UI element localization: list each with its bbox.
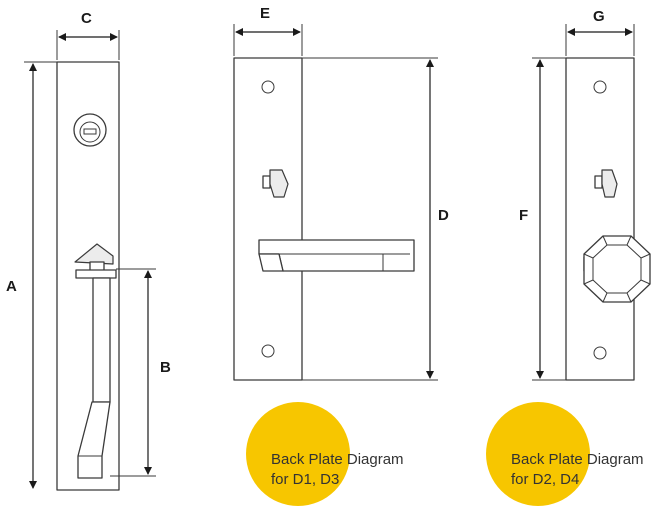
caption-badge-2 [486, 402, 590, 506]
plate-lever-back [233, 24, 438, 381]
escutcheon-plate-2 [233, 57, 303, 381]
screw-hole-bottom-2 [261, 344, 275, 358]
lever-handle [258, 239, 415, 272]
caption-1-line-2: for D1, D3 [271, 471, 340, 488]
grip-handle [75, 269, 117, 479]
dim-label-a: A [6, 278, 17, 295]
plate-handle-set [24, 30, 156, 491]
escutcheon-plate-3 [565, 57, 635, 381]
caption-1-line-1: Back Plate Diagram [271, 451, 404, 468]
caption-2: Back Plate Diagram for D2, D4 [511, 450, 644, 490]
caption-1: Back Plate Diagram for D1, D3 [271, 450, 404, 490]
screw-hole-top-3 [593, 80, 607, 94]
dim-label-g: G [593, 8, 605, 25]
turn-piece-3 [594, 169, 618, 198]
caption-2-line-1: Back Plate Diagram [511, 451, 644, 468]
screw-hole-top-2 [261, 80, 275, 94]
turn-piece-2 [262, 169, 289, 198]
dim-label-e: E [260, 5, 271, 22]
thumb-piece [74, 243, 114, 273]
dim-label-f: F [519, 207, 529, 224]
dim-label-c: C [81, 10, 92, 27]
dim-label-b: B [160, 359, 171, 376]
cylinder-lock [73, 113, 107, 147]
caption-badge-1 [246, 402, 350, 506]
screw-hole-bottom-3 [593, 346, 607, 360]
octagonal-knob [583, 235, 651, 303]
caption-2-line-2: for D2, D4 [511, 471, 580, 488]
plate-knob-back [532, 24, 651, 381]
dim-label-d: D [438, 207, 449, 224]
